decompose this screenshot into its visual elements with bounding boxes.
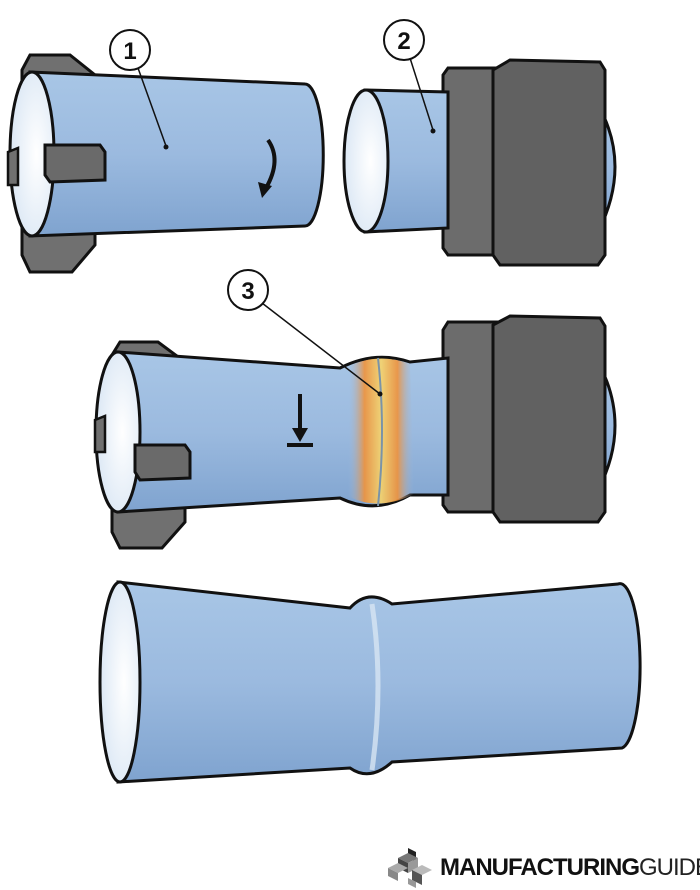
rotating-part-1 xyxy=(6,53,325,274)
rotation-arrowhead xyxy=(258,182,272,198)
manufacturing-guide-logo: MANUFACTURINGGUIDE xyxy=(388,848,700,888)
callout-1: 1 xyxy=(109,29,169,150)
logo-text-bold: MANUFACTURING xyxy=(440,854,640,881)
chuck-jaw-middle xyxy=(43,143,107,184)
force-arrowhead xyxy=(292,428,308,442)
cylinder-end-face xyxy=(98,580,142,784)
callout-3-label: 3 xyxy=(241,278,254,305)
welding-stage xyxy=(93,314,617,550)
chuck-jaw-middle xyxy=(133,443,192,482)
holder-block-back xyxy=(491,314,607,524)
cylinder-body xyxy=(28,70,325,238)
weld-line xyxy=(377,357,383,507)
finished-welded-part xyxy=(98,580,642,784)
weld-bulge-highlight xyxy=(369,603,381,771)
holder-block-front xyxy=(441,320,502,514)
callout-3: 3 xyxy=(227,269,383,397)
callout-2-label: 2 xyxy=(397,28,410,55)
holder-block-front xyxy=(441,66,502,257)
stationary-part-2 xyxy=(342,58,617,267)
chuck-jaw-side xyxy=(93,414,107,454)
holder-block-back xyxy=(491,58,607,267)
cylinder-end-face xyxy=(342,88,390,234)
rotation-arrow-icon xyxy=(264,138,277,189)
chuck-jaw-side xyxy=(6,146,20,187)
logo-text-light: GUIDE xyxy=(638,854,700,881)
callout-2: 2 xyxy=(383,19,436,134)
callout-1-label: 1 xyxy=(123,38,136,65)
logo-cubes-icon xyxy=(388,848,432,888)
